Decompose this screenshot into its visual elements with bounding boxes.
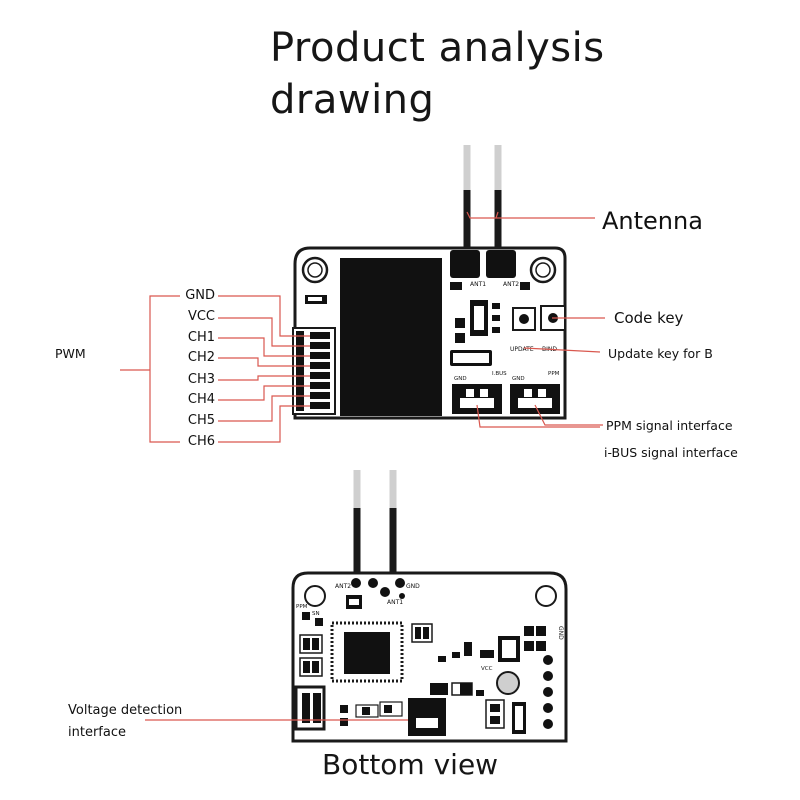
silk-ant1: ANT1 xyxy=(470,281,486,288)
silk-update: UPDATE xyxy=(510,346,534,353)
pin-label-ch4: CH4 xyxy=(187,392,215,407)
pin-label-ch3: CH3 xyxy=(187,372,215,387)
label-pwm: PWM xyxy=(55,346,86,361)
label-antenna: Antenna xyxy=(602,207,703,235)
silk-bottom-sn: SN xyxy=(312,611,320,617)
top-callout-lines xyxy=(120,211,605,443)
page-title: Product analysis drawing xyxy=(270,22,605,126)
bottom-mount-hole-left xyxy=(304,585,326,607)
silk-gnd: GND xyxy=(454,376,467,382)
main-mcu-chip xyxy=(344,632,390,674)
pin-label-vcc: VCC xyxy=(187,309,215,324)
label-voltage-detection: Voltage detection interface xyxy=(68,700,182,744)
silk-bottom-ant1: ANT1 xyxy=(387,599,403,606)
main-module-block xyxy=(340,258,442,416)
silk-gnd-2: GND xyxy=(512,376,525,382)
page-title-line-2: drawing xyxy=(270,77,435,123)
ant1-connector xyxy=(450,250,480,278)
top-view-board: ANT1 ANT2 UPDATE BIND GND I.BUS GND PPM xyxy=(292,145,567,420)
ant2-connector xyxy=(486,250,516,278)
bottom-view-board: ANT2 GND ANT1 PPM SN VCC xyxy=(291,470,568,743)
bottom-mount-hole-right xyxy=(535,585,557,607)
silk-bottom-gnd-2: GND xyxy=(557,626,564,640)
bottom-jst-connector xyxy=(408,698,446,736)
silk-bottom-ppm: PPM xyxy=(296,604,308,610)
silk-bottom-ant2: ANT2 xyxy=(335,583,351,590)
pwm-pin-header xyxy=(292,327,336,415)
silk-ant2: ANT2 xyxy=(503,281,519,288)
label-voltage-detection-line-2: interface xyxy=(68,725,126,740)
pin-label-ch6: CH6 xyxy=(187,434,215,449)
label-update-key: Update key for B xyxy=(608,346,713,361)
ppm-connector xyxy=(510,384,560,414)
pin-label-ch5: CH5 xyxy=(187,413,215,428)
silk-ppm: PPM xyxy=(548,371,560,377)
pin-label-gnd: GND xyxy=(185,288,215,303)
silk-ibus: I.BUS xyxy=(492,371,507,377)
label-ibus-interface: i-BUS signal interface xyxy=(604,445,738,460)
silk-bottom-gnd: GND xyxy=(406,583,420,590)
bottom-board-outline xyxy=(291,571,568,743)
label-ppm-interface: PPM signal interface xyxy=(606,418,733,433)
page-title-line-1: Product analysis xyxy=(270,25,605,71)
silk-bottom-vcc: VCC xyxy=(481,666,493,672)
ibus-connector xyxy=(452,384,502,414)
pin-label-ch2: CH2 xyxy=(187,350,215,365)
bottom-view-title: Bottom view xyxy=(322,748,499,781)
pin-label-ch1: CH1 xyxy=(187,330,215,345)
label-code-key: Code key xyxy=(614,309,684,327)
label-voltage-detection-line-1: Voltage detection xyxy=(68,703,183,718)
